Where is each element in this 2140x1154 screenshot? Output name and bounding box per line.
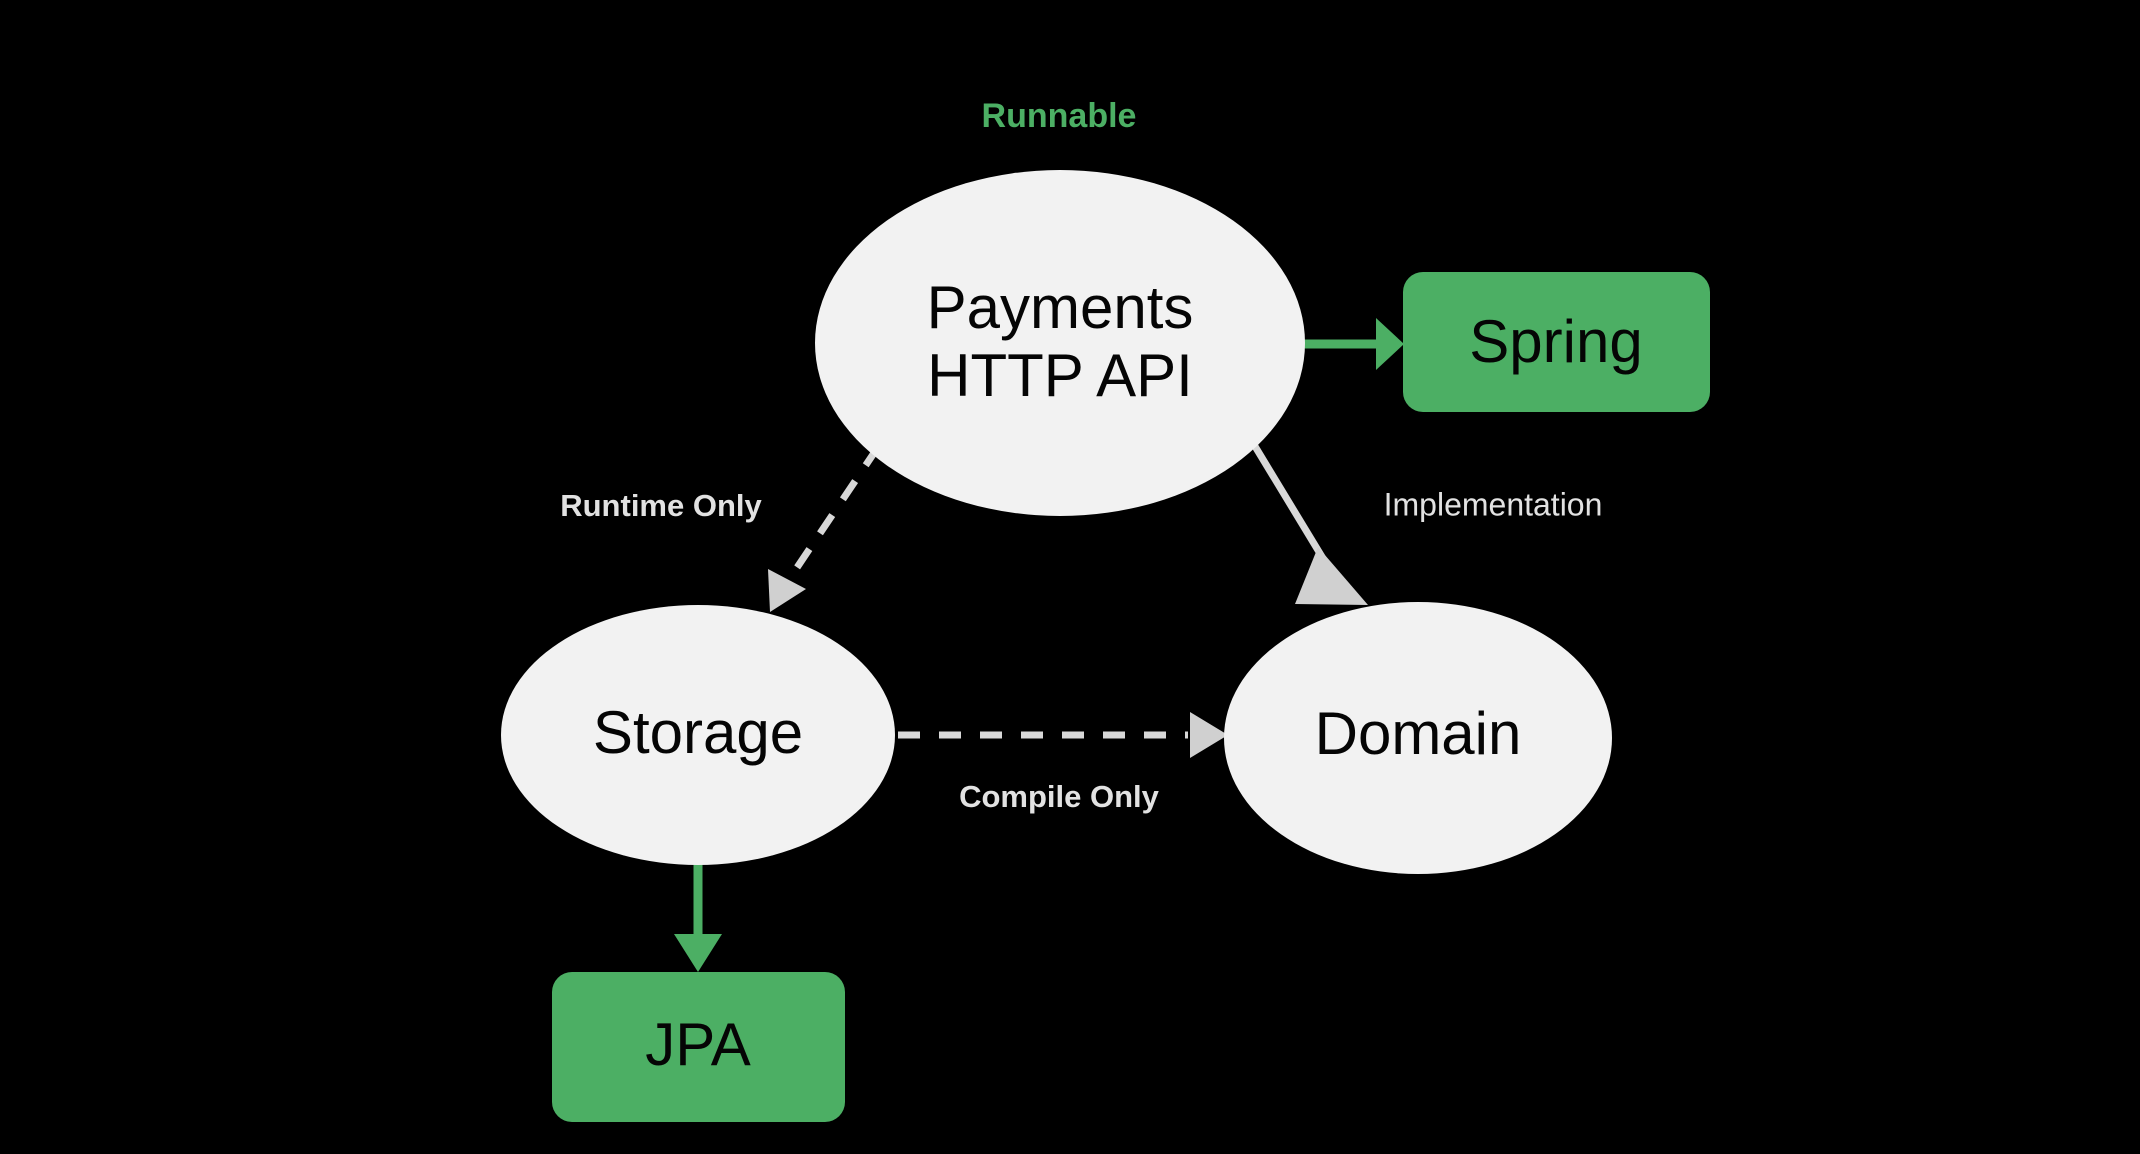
edge-payments-to-domain-arrowhead: [1295, 547, 1368, 605]
domain-ellipse: [1224, 602, 1612, 874]
edge-payments-to-spring-arrowhead: [1376, 318, 1404, 370]
edge-storage-to-jpa: [674, 862, 722, 972]
spring-box: [1403, 272, 1710, 412]
jpa-label: JPA: [645, 1011, 751, 1078]
edge-payments-to-storage: [768, 445, 881, 612]
node-spring[interactable]: Spring: [1403, 272, 1710, 412]
spring-label: Spring: [1469, 308, 1642, 375]
payments-http-api-label-line1: Payments: [927, 274, 1194, 341]
edge-payments-to-domain: [1250, 441, 1368, 605]
payments-http-api-ellipse: [815, 170, 1305, 516]
runnable-annotation-label: Runnable: [982, 97, 1137, 135]
jpa-box: [552, 972, 845, 1122]
edge-label-implementation: Implementation: [1384, 486, 1603, 522]
edge-label-compile-only: Compile Only: [959, 779, 1160, 814]
payments-http-api-label-line2: HTTP API: [927, 342, 1193, 409]
edge-payments-to-spring: [1300, 318, 1404, 370]
edge-payments-to-domain-line: [1250, 441, 1333, 572]
edge-payments-to-storage-line: [787, 445, 881, 580]
storage-label: Storage: [593, 699, 803, 766]
node-payments-http-api[interactable]: Payments HTTP API: [815, 170, 1305, 516]
edge-payments-to-storage-arrowhead: [768, 569, 806, 612]
edge-storage-to-domain-arrowhead: [1190, 712, 1228, 758]
storage-ellipse: [501, 605, 895, 865]
domain-label: Domain: [1315, 700, 1522, 767]
node-storage[interactable]: Storage: [501, 605, 895, 865]
edge-storage-to-jpa-arrowhead: [674, 934, 722, 972]
node-domain[interactable]: Domain: [1224, 602, 1612, 874]
edge-storage-to-domain: [898, 712, 1228, 758]
edge-label-runtime-only: Runtime Only: [560, 488, 762, 523]
node-jpa[interactable]: JPA: [552, 972, 845, 1122]
